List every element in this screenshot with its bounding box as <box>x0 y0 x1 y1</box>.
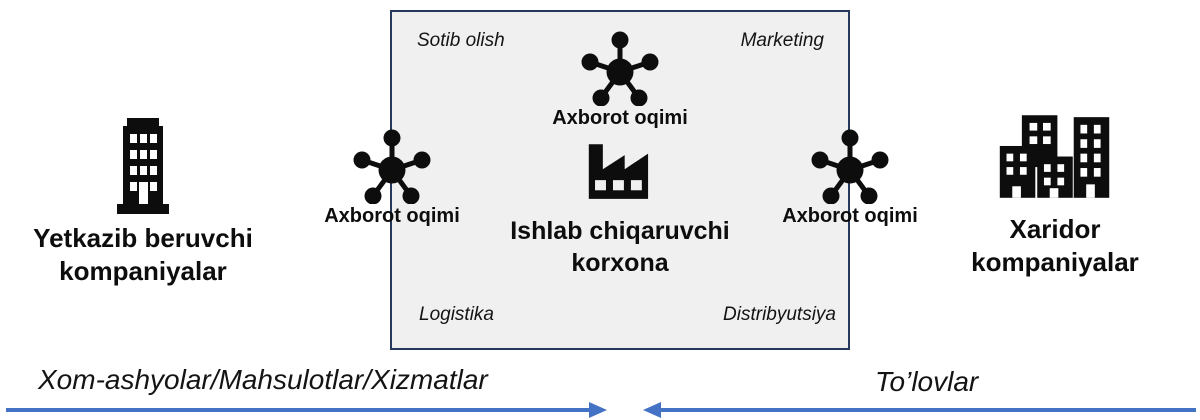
payments-flow-arrow-head <box>643 402 661 418</box>
supplier-entity: Yetkazib beruvchi kompaniyalar <box>8 118 278 288</box>
payments-flow-arrow-line <box>661 408 1196 412</box>
goods-flow-arrow-head <box>589 402 607 418</box>
producer-title-line2: korxona <box>571 249 669 277</box>
customer-entity: Xaridor kompaniyalar <box>925 111 1185 279</box>
producer-box: Sotib olish Marketing Logistika Distriby… <box>390 10 850 350</box>
supplier-label: Yetkazib beruvchi kompaniyalar <box>8 222 278 288</box>
info-flow-top-group: Axborot oqimi <box>392 28 848 130</box>
info-flow-top-label: Axborot oqimi <box>552 107 688 129</box>
network-hub-icon <box>811 129 889 204</box>
city-buildings-icon <box>999 115 1110 198</box>
function-label-distribution: Distribyutsiya <box>723 304 836 325</box>
goods-flow-arrow-line <box>6 408 589 412</box>
customer-label: Xaridor kompaniyalar <box>925 213 1185 279</box>
customer-label-line1: Xaridor <box>1009 214 1101 244</box>
payments-flow-label: To’lovlar <box>875 366 979 397</box>
info-flow-left-group: Axborot oqimi <box>312 126 472 228</box>
info-flow-right-label: Axborot oqimi <box>782 205 918 227</box>
function-label-logistics: Logistika <box>419 304 494 325</box>
info-flow-left-label: Axborot oqimi <box>324 205 460 227</box>
factory-icon <box>581 134 659 211</box>
network-hub-icon <box>581 31 659 106</box>
producer-title-line1: Ishlab chiqaruvchi <box>510 217 730 245</box>
supplier-label-line2: kompaniyalar <box>59 256 227 286</box>
office-building-icon <box>117 118 169 214</box>
goods-flow-label: Xom-ashyolar/Mahsulotlar/Xizmatlar <box>38 364 488 395</box>
producer-title: Ishlab chiqaruvchi korxona <box>392 215 848 279</box>
info-flow-right-group: Axborot oqimi <box>770 126 930 228</box>
network-hub-icon <box>353 129 431 204</box>
customer-label-line2: kompaniyalar <box>971 247 1139 277</box>
supplier-label-line1: Yetkazib beruvchi <box>33 223 253 253</box>
function-label-purchasing: Sotib olish <box>417 30 505 51</box>
function-label-marketing: Marketing <box>740 30 824 51</box>
